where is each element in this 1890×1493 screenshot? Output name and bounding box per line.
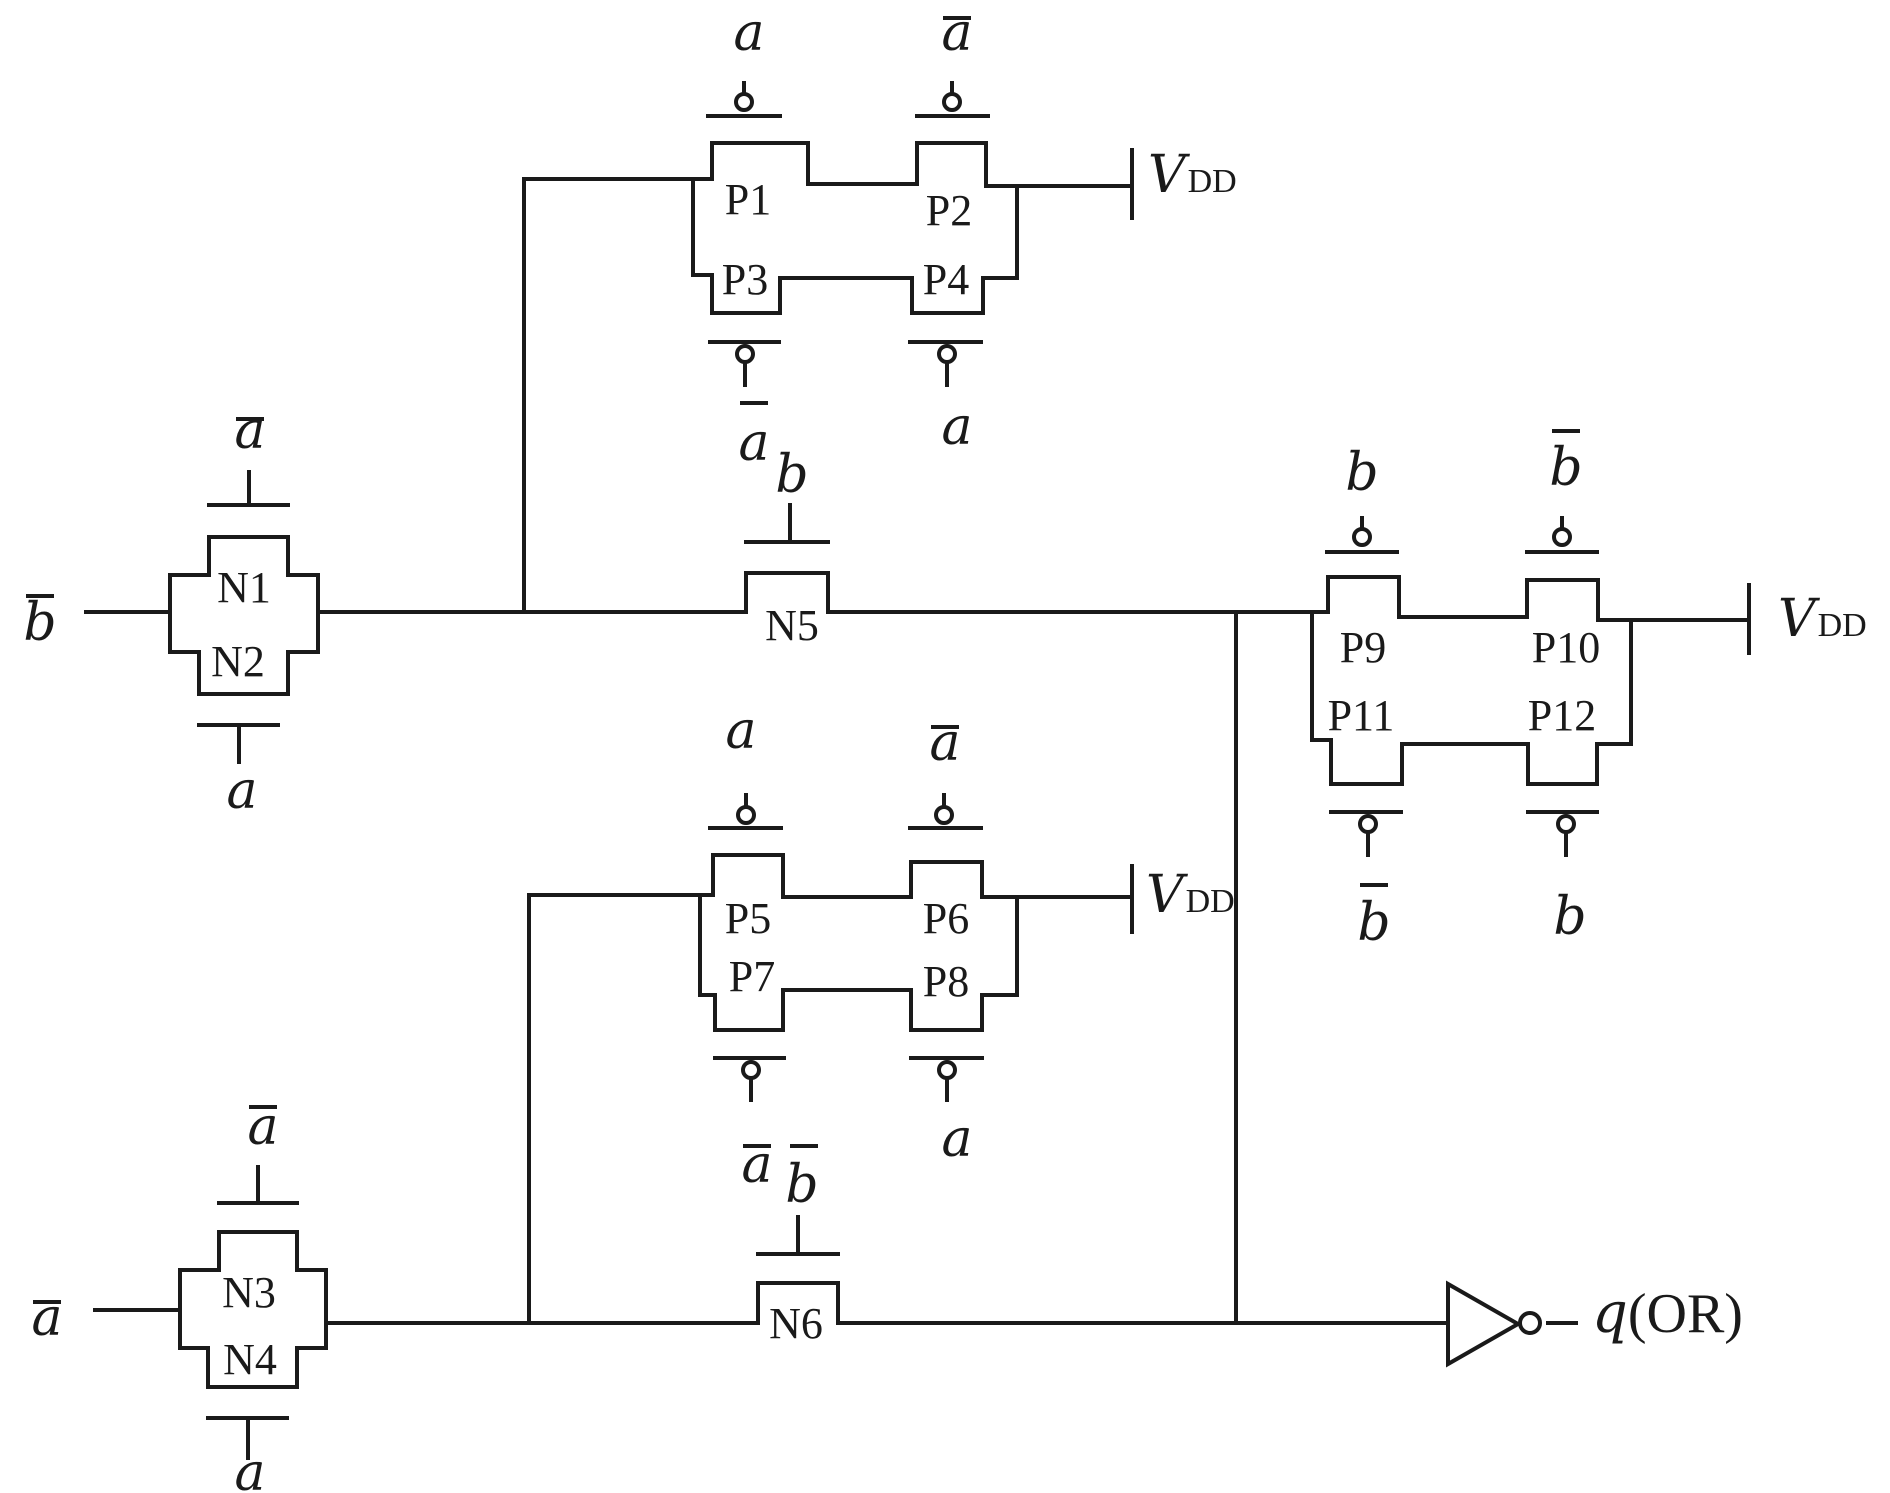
output-label: q(OR) [1592,1281,1743,1346]
label-a-bar-input: a [31,1288,62,1348]
label-n5-gate: b [775,445,808,505]
svg-text:VDD: VDD [1148,145,1237,205]
label-p1: P1 [725,175,771,224]
wire-vertical-top [522,177,695,614]
label-p6: P6 [923,894,969,943]
label-p9-gate: b [1345,443,1378,503]
label-p5-gate: a [725,701,756,761]
label-p5: P5 [725,894,771,943]
label-p9: P9 [1340,623,1386,672]
signal-labels: b a a a a a b b a a a a a a a a b [23,3,1586,1493]
label-p4: P4 [923,255,969,304]
label-n1-gate: a [234,401,265,461]
label-p3-gate: a [738,413,769,473]
transistor-pair-n1-n2: N1 N2 [168,470,320,764]
transistor-block-p1-p4: P1 P2 P3 P4 [691,81,1134,387]
label-n4: N4 [223,1335,277,1384]
transistor-block-p5-p8: P5 P6 P7 P8 [698,793,1134,1102]
label-p1-gate: a [733,3,764,63]
label-n4-gate: a [234,1443,265,1493]
vdd-label-right: VDD [1778,589,1867,649]
label-p12-gate: b [1553,887,1586,947]
svg-text:VDD: VDD [1146,865,1235,925]
label-p12: P12 [1528,691,1596,740]
wires [84,177,1578,1325]
label-p11: P11 [1328,691,1395,740]
label-p6-gate: a [929,713,960,773]
label-p11-gate: b [1357,893,1390,953]
transistor-n6: N6 [756,1215,840,1348]
vdd-label-middle: VDD [1146,865,1235,925]
label-p10: P10 [1532,623,1600,672]
inverter-gate [1446,1280,1542,1368]
label-n3: N3 [222,1268,276,1317]
label-p3: P3 [722,255,768,304]
label-n6: N6 [769,1299,823,1348]
vdd-label-top: VDD [1148,145,1237,205]
transistor-n5: N5 [744,503,830,650]
label-p8: P8 [923,957,969,1006]
transistor-pair-n3-n4: N3 N4 [178,1165,328,1460]
transistor-block-p9-p12: P9 P10 P11 P12 [1310,516,1751,857]
label-p4-gate: a [941,397,972,457]
label-p7: P7 [729,952,775,1001]
label-p10-gate: b [1549,438,1582,498]
label-p2-gate: a [941,3,972,63]
label-p8-gate: a [941,1109,972,1169]
svg-text:VDD: VDD [1778,589,1867,649]
label-n2: N2 [211,637,265,686]
label-n5: N5 [765,601,819,650]
label-n1: N1 [217,563,271,612]
label-n2-gate: a [226,761,257,821]
svg-text:q(OR): q(OR) [1592,1281,1743,1346]
label-p2: P2 [926,186,972,235]
label-b-bar-input: b [23,593,56,653]
label-n6-gate: b [785,1155,818,1215]
wire-vertical-bottom [527,893,702,1325]
